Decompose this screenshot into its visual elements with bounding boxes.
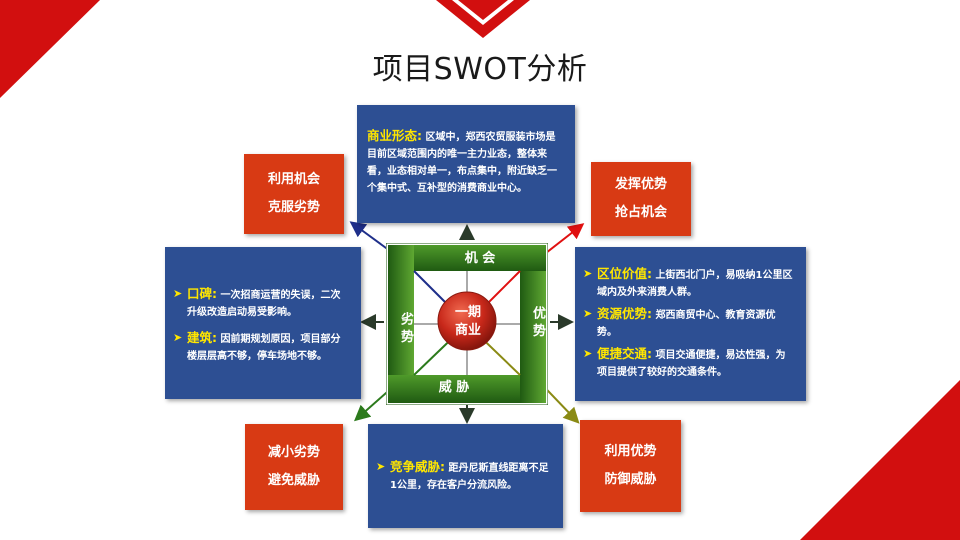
strength-bar <box>520 271 546 403</box>
strategy-box-wt: 减小劣势 避免威胁 <box>245 424 343 510</box>
strategy-wo-line2: 克服劣势 <box>267 200 320 215</box>
opportunity-box: 商业形态: 区域中，郑西农贸服装市场是目前区域范围内的唯一主力业态，整体来看，业… <box>357 105 575 223</box>
opportunity-bar <box>414 245 546 271</box>
strength-keyword-3: 便捷交通: <box>597 346 652 361</box>
bullet-icon: ➤ <box>376 460 386 473</box>
quadrant-label-strength: 优 势 <box>530 306 545 337</box>
weakness-keyword-2: 建筑: <box>187 330 217 345</box>
weakness-bar <box>388 245 414 375</box>
strength-item-1: ➤ 区位价值: 上街西北门户，易吸纳1公里区域内及外来消费人群。 <box>583 265 794 301</box>
strength-keyword-1: 区位价值: <box>597 266 652 281</box>
center-label-line2: 商业 <box>454 323 481 338</box>
strength-text-1: 上街西北门户，易吸纳1公里区域内及外来消费人群。 <box>597 270 793 298</box>
weakness-item-2: ➤ 建筑: 因前期规划原因，项目部分楼层层高不够，停车场地不够。 <box>173 329 349 365</box>
strength-keyword-2: 资源优势: <box>597 306 652 321</box>
opportunity-text: 区域中，郑西农贸服装市场是目前区域范围内的唯一主力业态，整体来看，业态相对单一，… <box>367 132 557 194</box>
quadrant-label-weakness: 劣 势 <box>398 312 413 343</box>
center-sphere <box>437 291 497 351</box>
swot-core-diagram <box>386 243 548 405</box>
strategy-wt-line1: 减小劣势 <box>267 445 320 460</box>
strategy-st-line1: 利用优势 <box>604 444 657 459</box>
strength-box: ➤ 区位价值: 上街西北门户，易吸纳1公里区域内及外来消费人群。 ➤ 资源优势:… <box>575 247 806 401</box>
strategy-so-line1: 发挥优势 <box>614 177 667 192</box>
threat-text-1: 距丹尼斯直线距离不足1公里，存在客户分流风险。 <box>390 463 549 491</box>
weakness-text-2: 因前期规划原因，项目部分楼层层高不够，停车场地不够。 <box>187 334 341 362</box>
threat-box: ➤ 竞争威胁: 距丹尼斯直线距离不足1公里，存在客户分流风险。 <box>368 424 563 528</box>
weakness-item-1: ➤ 口碑: 一次招商运营的失误，二次升级改造启动易受影响。 <box>173 285 349 321</box>
weakness-text-1: 一次招商运营的失误，二次升级改造启动易受影响。 <box>187 290 341 318</box>
center-label: 一期 商业 <box>442 304 494 340</box>
strategy-box-st: 利用优势 防御威胁 <box>580 420 681 512</box>
strategy-box-wo: 利用机会 克服劣势 <box>244 154 344 234</box>
strength-item-2: ➤ 资源优势: 郑西商贸中心、教育资源优势。 <box>583 305 794 341</box>
quadrant-label-threat: 威 胁 <box>438 380 470 395</box>
corner-triangle-bottom-right <box>800 380 960 540</box>
page-title: 项目SWOT分析 <box>372 52 588 87</box>
strength-text-3: 项目交通便捷，易达性强，为项目提供了较好的交通条件。 <box>597 350 786 378</box>
corner-triangle-top-left <box>0 0 100 98</box>
bullet-icon: ➤ <box>583 347 593 360</box>
quadrant-label-opportunity: 机 会 <box>464 251 496 266</box>
bullet-icon: ➤ <box>173 287 183 300</box>
weakness-box: ➤ 口碑: 一次招商运营的失误，二次升级改造启动易受影响。 ➤ 建筑: 因前期规… <box>165 247 361 399</box>
bullet-icon: ➤ <box>583 307 593 320</box>
threat-bar <box>388 375 520 403</box>
weakness-keyword-1: 口碑: <box>187 286 217 301</box>
threat-item-1: ➤ 竞争威胁: 距丹尼斯直线距离不足1公里，存在客户分流风险。 <box>376 458 553 494</box>
strength-item-3: ➤ 便捷交通: 项目交通便捷，易达性强，为项目提供了较好的交通条件。 <box>583 345 794 381</box>
top-chevron-core <box>458 0 508 20</box>
center-label-line1: 一期 <box>454 305 481 320</box>
opportunity-content: 商业形态: 区域中，郑西农贸服装市场是目前区域范围内的唯一主力业态，整体来看，业… <box>367 127 565 197</box>
strategy-st-line2: 防御威胁 <box>604 472 657 487</box>
strategy-so-line2: 抢占机会 <box>614 205 667 220</box>
strategy-wt-line2: 避免威胁 <box>267 473 320 488</box>
bullet-icon: ➤ <box>583 267 593 280</box>
strength-text-2: 郑西商贸中心、教育资源优势。 <box>597 310 776 338</box>
bullet-icon: ➤ <box>173 331 183 344</box>
strategy-box-so: 发挥优势 抢占机会 <box>591 162 691 236</box>
threat-keyword-1: 竞争威胁: <box>390 459 445 474</box>
opportunity-keyword: 商业形态: <box>367 128 422 143</box>
strategy-wo-line1: 利用机会 <box>267 172 320 187</box>
